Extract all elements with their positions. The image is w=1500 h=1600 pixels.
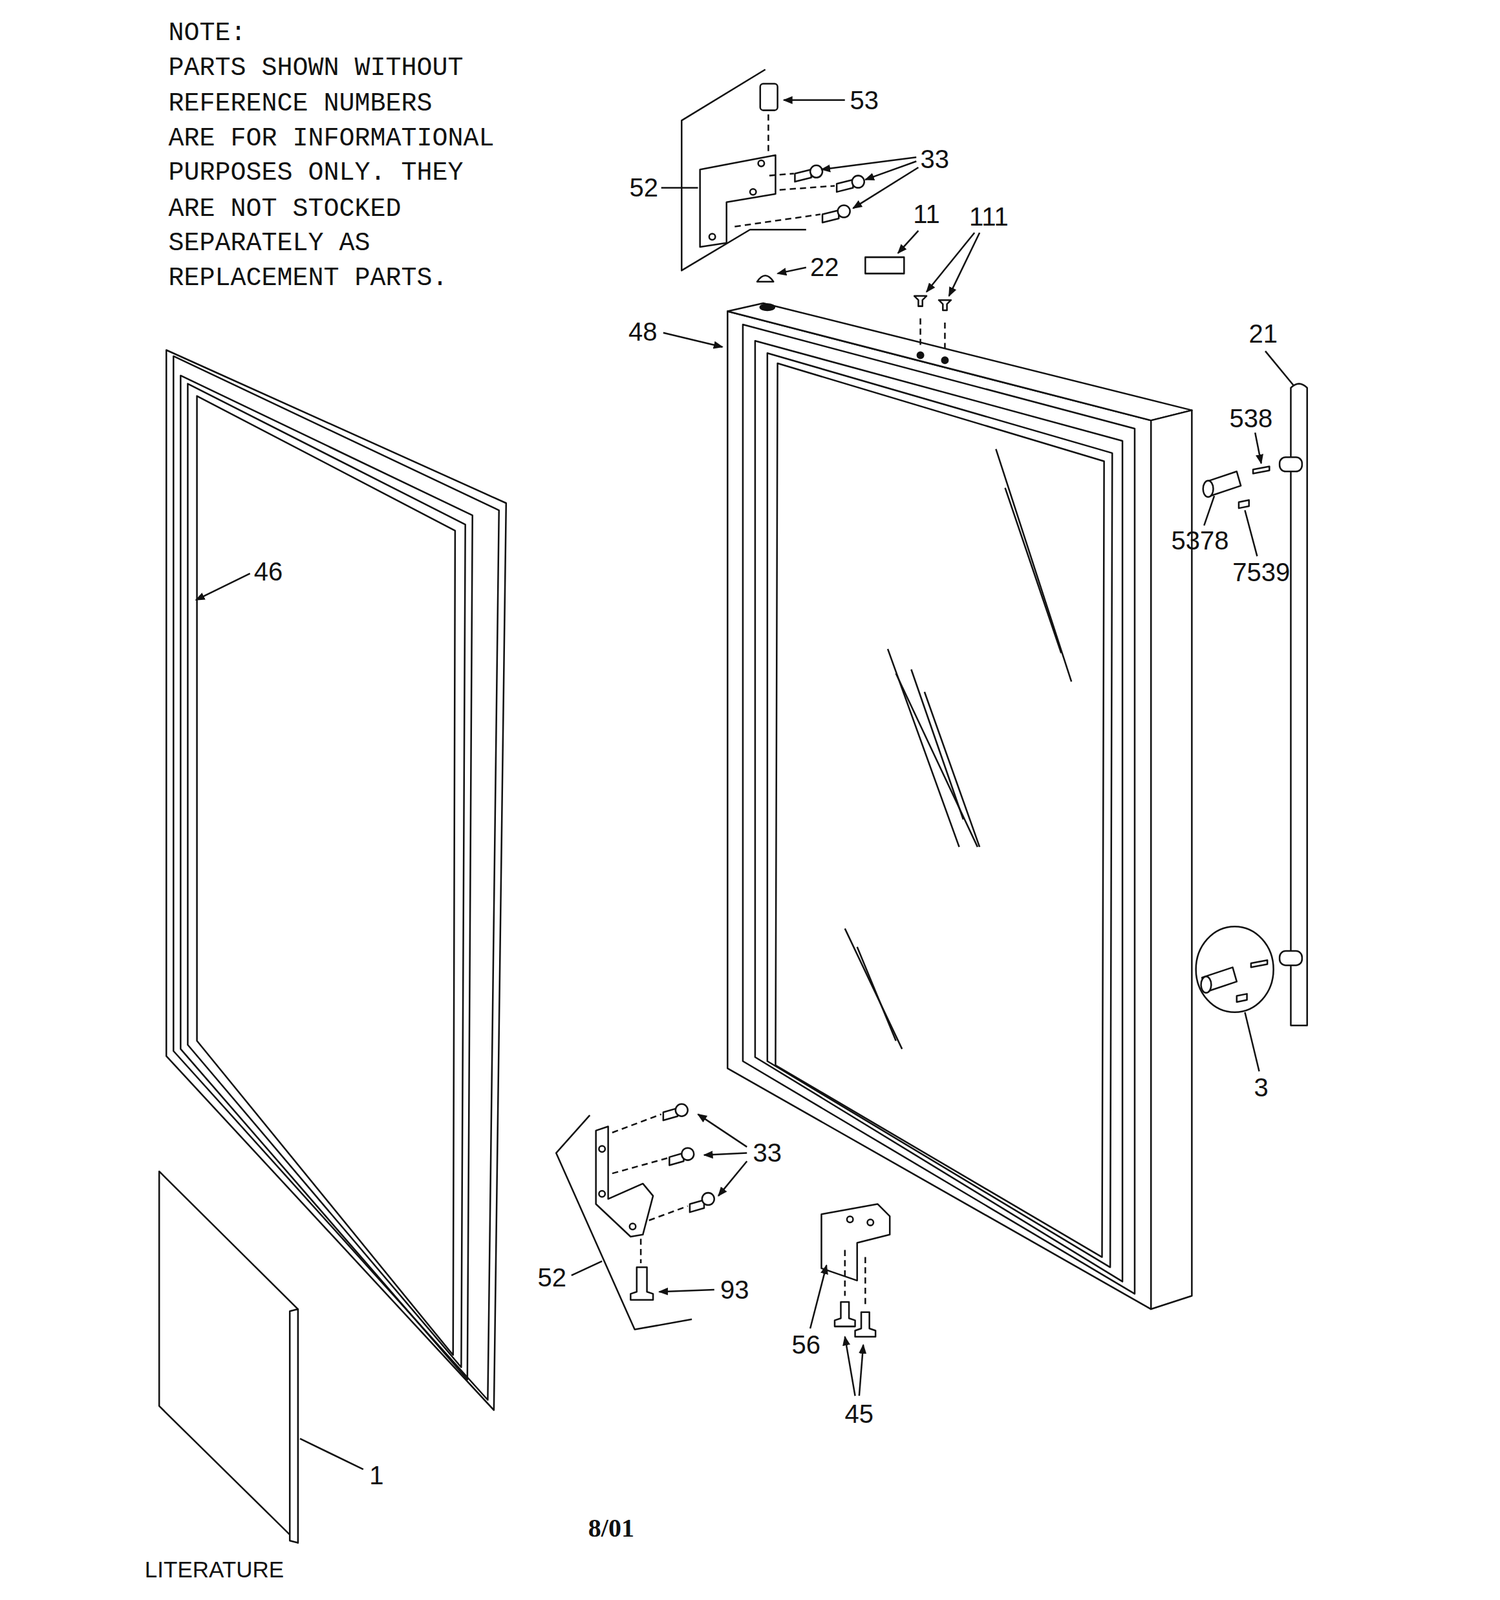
leader-lines bbox=[195, 100, 1294, 1470]
callout-number: 48 bbox=[628, 318, 658, 345]
door-handle bbox=[1196, 384, 1308, 1027]
callout-number: 46 bbox=[254, 558, 284, 585]
note-text: PURPOSES ONLY. THEY bbox=[168, 160, 463, 187]
callout-number: 53 bbox=[850, 87, 880, 114]
top-hinge bbox=[681, 69, 952, 352]
glass-door bbox=[727, 303, 1192, 1310]
note-text: REFERENCE NUMBERS bbox=[168, 91, 432, 118]
callout-number: 7539 bbox=[1232, 559, 1290, 586]
bottom-hinge bbox=[556, 1104, 890, 1338]
callout-number: 5378 bbox=[1171, 527, 1230, 554]
callout-number: 93 bbox=[720, 1276, 750, 1303]
callout-number: 538 bbox=[1229, 405, 1274, 432]
callout-number: 56 bbox=[792, 1331, 822, 1358]
callout-number: 22 bbox=[810, 254, 840, 280]
callout-number: 52 bbox=[629, 174, 659, 201]
callout-number: 111 bbox=[969, 203, 1009, 230]
literature-label: LITERATURE bbox=[144, 1558, 284, 1581]
callout-number: 45 bbox=[845, 1401, 875, 1427]
callout-number: 11 bbox=[912, 201, 941, 227]
note-text: PARTS SHOWN WITHOUT bbox=[168, 55, 463, 82]
note-text: SEPARATELY AS bbox=[168, 230, 370, 257]
callout-number: 1 bbox=[369, 1462, 384, 1489]
note-text: NOTE: bbox=[168, 20, 246, 47]
callout-number: 21 bbox=[1249, 320, 1279, 347]
callout-number: 33 bbox=[920, 146, 950, 172]
note-text: REPLACEMENT PARTS. bbox=[168, 265, 448, 292]
callout-number: 33 bbox=[753, 1139, 783, 1166]
callout-number: 52 bbox=[537, 1264, 568, 1291]
note-text: ARE FOR INFORMATIONAL bbox=[168, 126, 494, 152]
callout-number: 3 bbox=[1254, 1074, 1269, 1101]
revision-date: 8/01 bbox=[588, 1515, 635, 1542]
literature-booklet bbox=[159, 1171, 299, 1543]
note-text: ARE NOT STOCKED bbox=[168, 196, 401, 223]
